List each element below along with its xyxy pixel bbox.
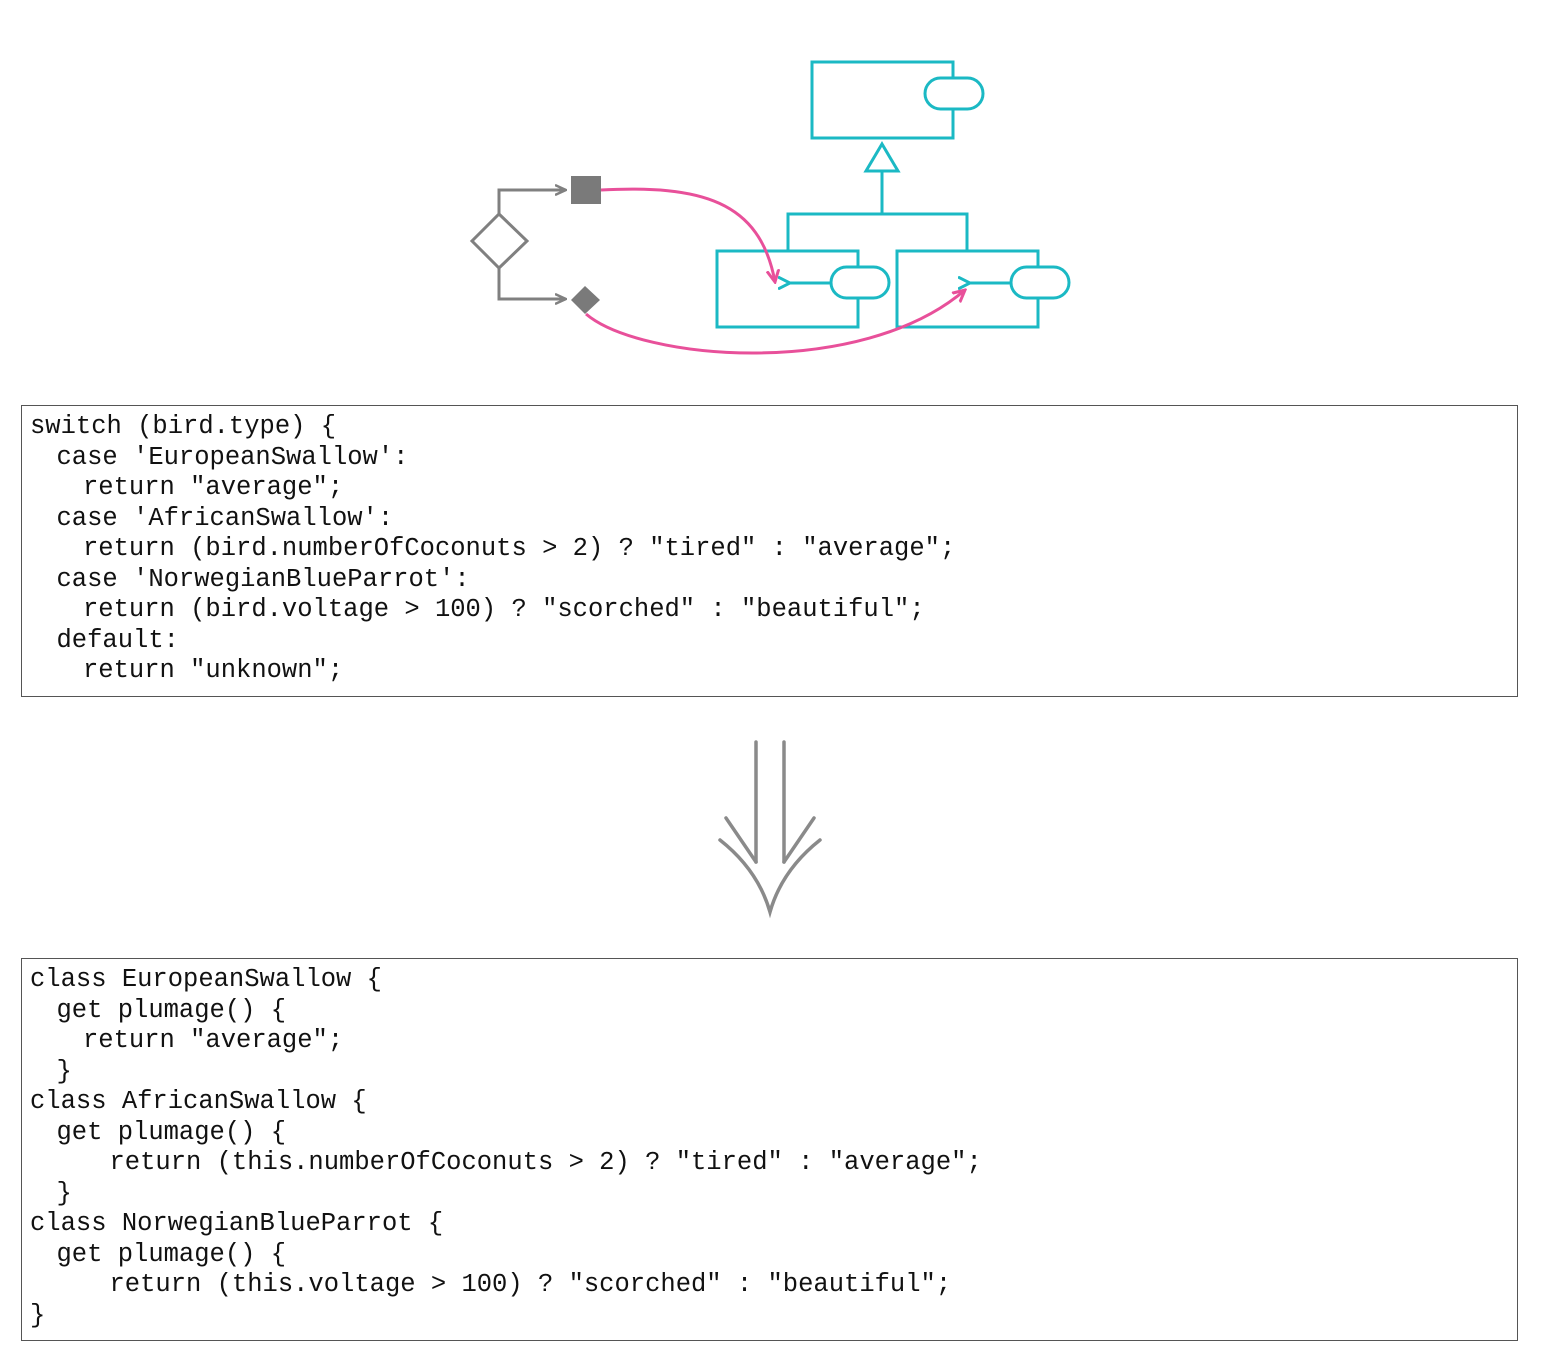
code-line: case 'NorwegianBlueParrot':: [56, 564, 470, 594]
code-line: switch (bird.type) {: [30, 412, 337, 441]
switch-code-block: switch (bird.type) {case 'EuropeanSwallo…: [21, 405, 1518, 697]
method-pill-icon: [923, 76, 985, 111]
conditional-flow: [469, 176, 601, 314]
code-line: case 'EuropeanSwallow':: [56, 442, 409, 472]
code-line: return (this.voltage > 100) ? "scorched"…: [109, 1270, 952, 1299]
inheritance-lines: [786, 171, 969, 251]
code-line: class NorwegianBlueParrot {: [30, 1209, 444, 1238]
decision-diamond-icon: [469, 211, 530, 271]
code-line: default:: [56, 625, 179, 655]
code-line: return "unknown";: [83, 656, 344, 685]
refactoring-diagram: [469, 60, 1071, 355]
code-line: return "average";: [83, 1026, 344, 1055]
branch-upper-line: [497, 190, 566, 214]
code-line: }: [30, 1300, 46, 1330]
code-line: }: [56, 1178, 72, 1208]
move-link-lower: [585, 290, 965, 355]
code-line: class AfricanSwallow {: [30, 1087, 367, 1116]
code-line: class EuropeanSwallow {: [30, 965, 382, 994]
move-links: [585, 187, 965, 355]
diamond-node-icon: [571, 286, 600, 314]
code-line: get plumage() {: [56, 1239, 287, 1269]
code-line: }: [56, 1056, 72, 1086]
code-line: get plumage() {: [56, 995, 287, 1025]
method-pill-icon-right: [1009, 265, 1071, 300]
inheritance-triangle-icon: [863, 141, 901, 173]
code-line: return (bird.numberOfCoconuts > 2) ? "ti…: [83, 534, 956, 563]
code-line: return "average";: [83, 473, 344, 502]
code-line: case 'AfricanSwallow':: [56, 503, 394, 533]
class-hierarchy: [715, 60, 1071, 329]
method-pill-icon-left: [829, 265, 891, 300]
branch-lower-line: [497, 268, 566, 299]
refactor-down-arrow-icon: [718, 740, 822, 919]
code-line: get plumage() {: [56, 1117, 287, 1147]
code-line: return (bird.voltage > 100) ? "scorched"…: [83, 595, 925, 624]
move-link-upper: [600, 187, 775, 282]
code-line: return (this.numberOfCoconuts > 2) ? "ti…: [109, 1148, 982, 1177]
square-node-icon: [571, 176, 601, 204]
polymorphism-code-block: class EuropeanSwallow {get plumage() {re…: [21, 958, 1518, 1341]
